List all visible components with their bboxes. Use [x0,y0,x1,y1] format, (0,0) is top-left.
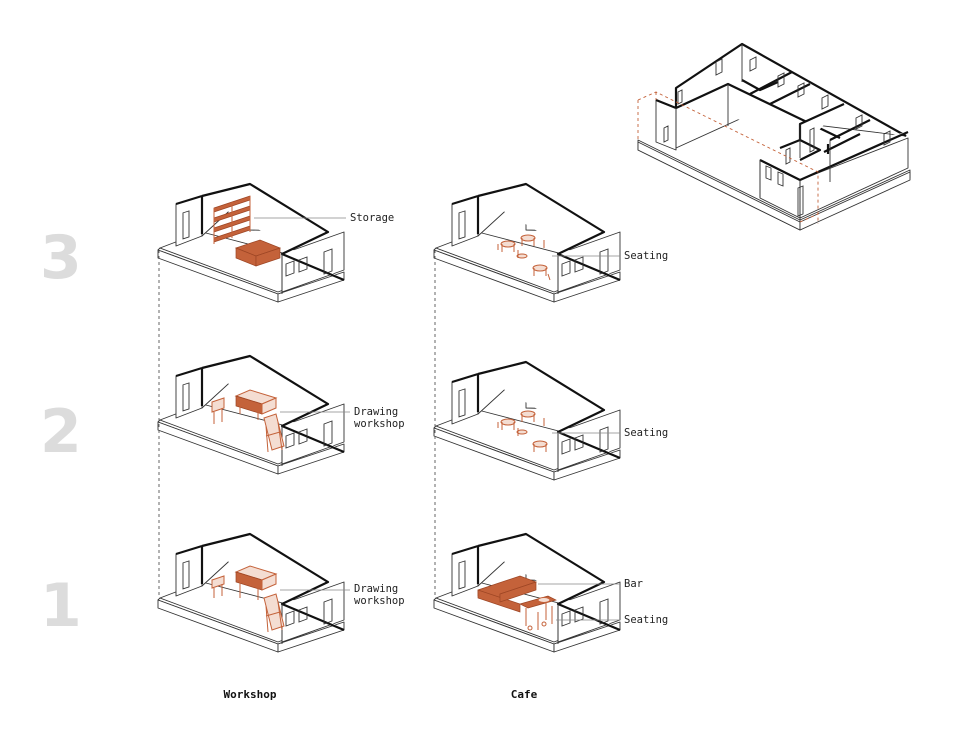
cafe-seating-2 [497,410,548,452]
drawing-workshop-label-2-line2: workshop [354,418,405,430]
drawing-workshop-label-1-line1: Drawing [354,583,398,595]
level-number-3: 3 [40,223,82,293]
workshop-level-1-room [156,532,346,654]
drawing-workshop-label-1-line2: workshop [354,595,405,607]
drawing-workshop-furniture-1 [211,565,285,633]
seating-label-1: Seating [624,614,668,626]
storage-shelving [213,195,282,267]
seating-label-2: Seating [624,427,668,439]
cafe-seating-3 [497,234,551,281]
building-overview [637,42,911,231]
cafe-seating-1 [525,597,553,631]
cafe-level-3-room [432,182,622,304]
drawing-workshop-label-2-line1: Drawing [354,406,398,418]
bar-label: Bar [624,578,643,590]
workshop-level-2-room [156,354,346,476]
level-number-1: 1 [40,571,82,641]
cafe-level-2-room [432,360,622,482]
drawing-workshop-furniture-2 [211,389,285,453]
workshop-column-label: Workshop [224,688,277,701]
cafe-column-label: Cafe [511,688,538,701]
level-number-2: 2 [40,397,82,467]
storage-label: Storage [350,212,394,224]
seating-label-3: Seating [624,250,668,262]
